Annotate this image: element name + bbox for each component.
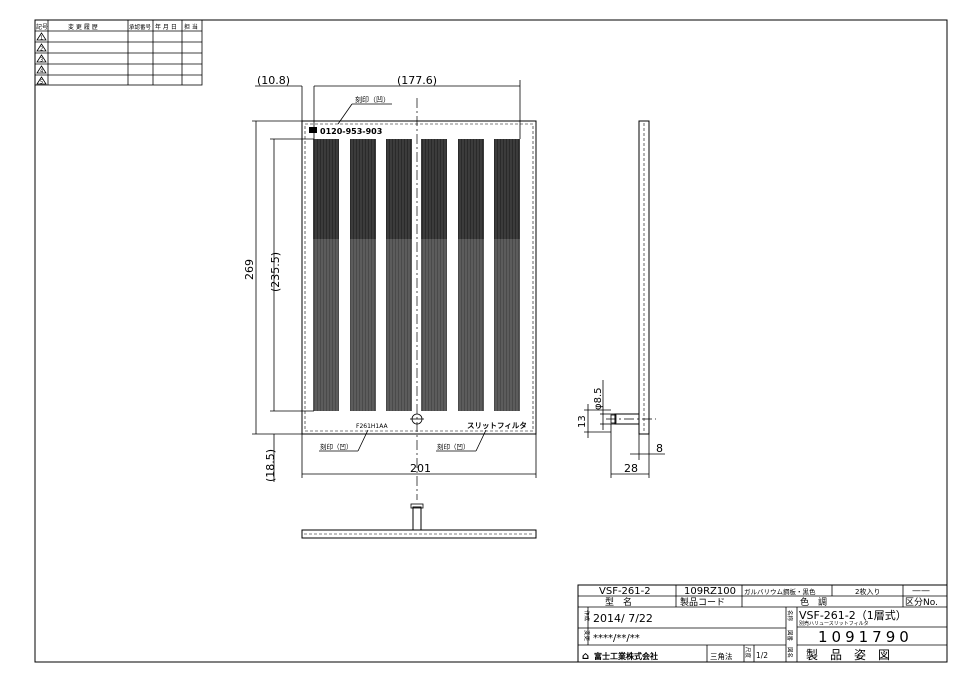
rev-mark-4: 4 [40,69,43,75]
tb-kubun-value: —— [912,586,930,596]
tb-revised: ****/**/** [593,633,640,644]
dim-boss-dia: φ8.5 [593,388,604,411]
tb-drawing-name: 製 品 姿 図 [806,648,890,662]
rev-mark-5: 5 [40,80,43,86]
engrave-bl-label: 刻印（凹） [320,442,353,451]
rev-header-approval: 承認番号 [129,23,152,31]
rev-triangle-icons [36,32,47,85]
tb-name-main: VSF-261-2（1層式） [799,609,907,622]
tb-label-scale: 尺度 [744,647,752,659]
rev-header-history: 変 更 履 歴 [68,23,98,31]
tb-label-drawing-no: 図番 [786,630,793,642]
phone-number: 0120-953-903 [320,127,382,136]
tb-label-drawing-name: 図名 [786,647,794,658]
dim-inner-height: (235.5) [269,252,282,292]
tb-label-kubun: 区分No. [905,597,938,608]
dim-depth: 28 [624,462,638,475]
slot-columns [313,139,520,411]
tb-label-color: 色 調 [800,596,827,608]
tb-model: VSF-261-2 [599,586,651,597]
rev-header-date: 年 月 日 [155,23,177,31]
rev-mark-1: 1 [40,36,43,42]
dim-left-offset: (10.8) [257,74,290,87]
dim-slot-span: (177.6) [397,74,437,87]
tb-qty: 2枚入り [855,587,880,596]
dim-height: 269 [243,259,256,280]
phone-icon [309,127,317,133]
dim-bottom-offset: (18.5) [264,449,277,482]
front-view: 0120-953-903 F261H1AA スリットフィルタ 刻印（凹） 刻印（… [243,74,537,500]
product-mark-label: スリットフィルタ [467,420,527,430]
tb-label-revised: 変更 [583,630,591,642]
engrave-top-label: 刻印（凹） [355,95,390,104]
engrave-br-label: 刻印（凹） [437,442,470,451]
tb-label-code: 製品コード [680,596,725,608]
dim-width: 201 [410,462,431,475]
tb-label-created: 作成 [583,610,591,622]
code-mark-label: F261H1AA [356,423,389,430]
revision-table: 記号 変 更 履 歴 承認番号 年 月 日 担 当 1 2 3 4 5 [34,19,203,86]
tb-drawing-no: 1091790 [818,628,913,646]
company-logo-icon: ⌂ [582,651,589,662]
tb-product-code: 109RZ100 [684,586,736,597]
tb-name-sub: 別売ハリュースリットフィルタ [799,620,869,627]
bottom-view [301,503,537,539]
tb-label-model: 型 名 [605,596,632,608]
rev-header-mark: 記号 [36,23,48,31]
rev-mark-3: 3 [40,58,43,64]
dim-thickness: 8 [656,442,663,455]
title-block: VSF-261-2 109RZ100 ガルバリウム鋼板・黒色 2枚入り —— 型… [577,584,948,663]
side-view: φ8.5 13 8 28 [577,120,665,478]
tb-color: ガルバリウム鋼板・黒色 [744,587,816,596]
dim-boss-h: 13 [577,415,588,428]
rev-header-person: 担 当 [184,23,198,31]
sheet-border [34,19,948,663]
tb-label-name: 名称 [786,610,794,622]
tb-date: 2014/ 7/22 [593,612,653,625]
tb-company: 富士工業株式会社 [594,651,658,661]
tb-projection: 三角法 [710,651,733,661]
tb-scale: 1/2 [756,651,768,660]
rev-mark-2: 2 [40,47,43,53]
